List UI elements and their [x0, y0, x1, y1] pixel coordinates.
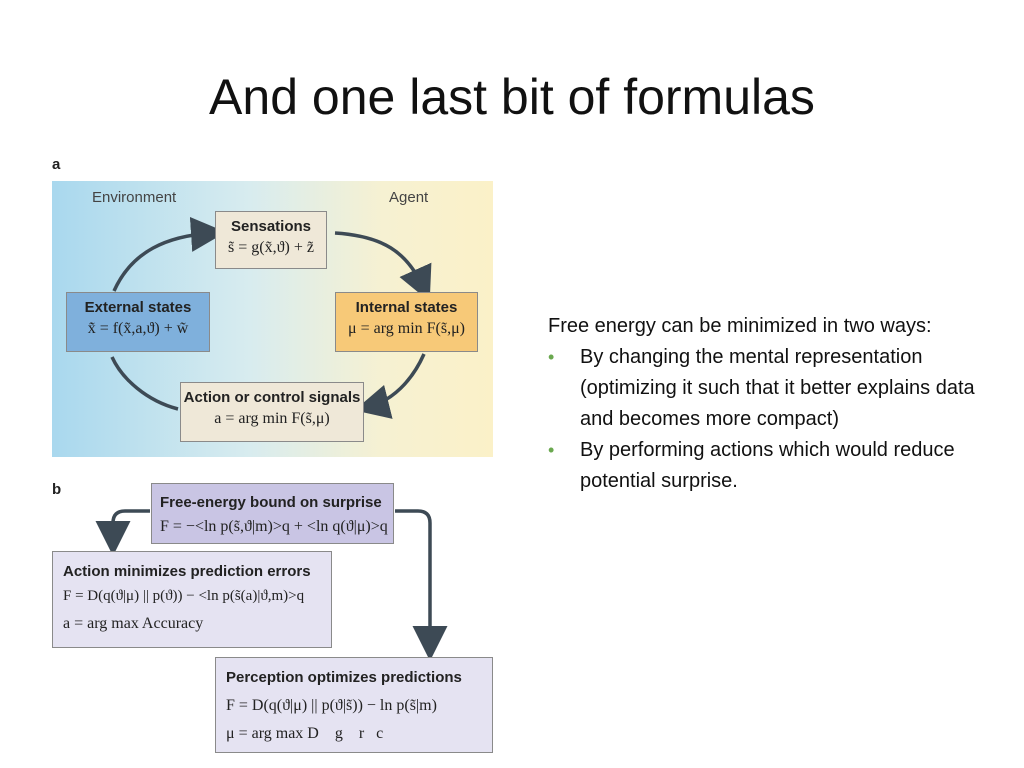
arrow-internal-to-action	[354, 353, 426, 419]
environment-label: Environment	[92, 189, 177, 206]
action-box: Action or control signals a = arg min F(…	[180, 382, 364, 442]
action-minimizes-formula-2: a = arg max Accuracy	[63, 615, 204, 632]
bullet-dot-icon: •	[548, 347, 555, 367]
perception-optimizes-formula-2: μ = arg max D g r c	[226, 725, 384, 742]
arrow-bound-to-perception	[395, 509, 448, 661]
action-minimizes-formula-1: F = D(q(ϑ|μ) || p(ϑ)) − <ln p(s̃(a)|ϑ,m)…	[63, 588, 305, 604]
notes-bullet-item: • By changing the mental representation …	[548, 342, 998, 435]
external-states-box: External states x̃̇ = f(x̃,a,ϑ) + w̃	[66, 292, 210, 352]
panel-a-diagram: Environment Agent Sensations s̃ = g(x̃,ϑ…	[52, 181, 493, 457]
panel-a-letter: a	[52, 156, 61, 173]
perception-optimizes-box: Perception optimizes predictions F = D(q…	[215, 657, 493, 753]
perception-optimizes-title: Perception optimizes predictions	[226, 669, 462, 686]
action-minimizes-title: Action minimizes prediction errors	[63, 563, 311, 580]
external-states-title: External states	[84, 299, 192, 316]
action-title: Action or control signals	[183, 389, 361, 406]
sensations-title: Sensations	[230, 218, 312, 235]
free-energy-bound-title: Free-energy bound on surprise	[160, 494, 382, 511]
internal-states-formula: μ = arg min F(s̃,μ)	[348, 320, 465, 337]
arrow-sensations-to-internal	[334, 231, 432, 302]
sensations-formula: s̃ = g(x̃,ϑ) + z̃	[228, 239, 314, 256]
notes-intro: Free energy can be minimized in two ways…	[548, 315, 932, 337]
arrow-external-to-sensations	[112, 216, 226, 292]
internal-states-title: Internal states	[355, 299, 458, 316]
action-formula: a = arg min F(s̃,μ)	[214, 410, 330, 427]
internal-states-box: Internal states μ = arg min F(s̃,μ)	[335, 292, 478, 352]
sensations-box: Sensations s̃ = g(x̃,ϑ) + z̃	[215, 211, 327, 269]
action-minimizes-box: Action minimizes prediction errors F = D…	[52, 551, 332, 648]
perception-optimizes-formula-1: F = D(q(ϑ|μ) || p(ϑ|s̃)) − ln p(s̃|m)	[226, 697, 437, 714]
bullet-dot-icon: •	[548, 440, 555, 460]
arrow-action-to-external	[110, 356, 179, 411]
notes-bullet-item: • By performing actions which would redu…	[548, 435, 998, 497]
notes-bullet-text: By performing actions which would reduce…	[580, 439, 955, 492]
notes-bullet-text: By changing the mental representation (o…	[580, 346, 975, 430]
external-states-formula: x̃̇ = f(x̃,a,ϑ) + w̃	[87, 320, 189, 337]
free-energy-bound-box: Free-energy bound on surprise F = −<ln p…	[151, 483, 394, 544]
cycle-arrows	[110, 216, 432, 419]
notes-text: Free energy can be minimized in two ways…	[548, 311, 998, 497]
slide-title: And one last bit of formulas	[209, 69, 815, 125]
panel-b-letter: b	[52, 481, 62, 498]
free-energy-bound-formula: F = −<ln p(s̃,ϑ|m)>q + <ln q(ϑ|μ)>q	[160, 518, 388, 535]
arrow-bound-to-action	[95, 509, 150, 556]
agent-label: Agent	[389, 189, 429, 206]
notes-bullet-list: • By changing the mental representation …	[548, 342, 998, 497]
